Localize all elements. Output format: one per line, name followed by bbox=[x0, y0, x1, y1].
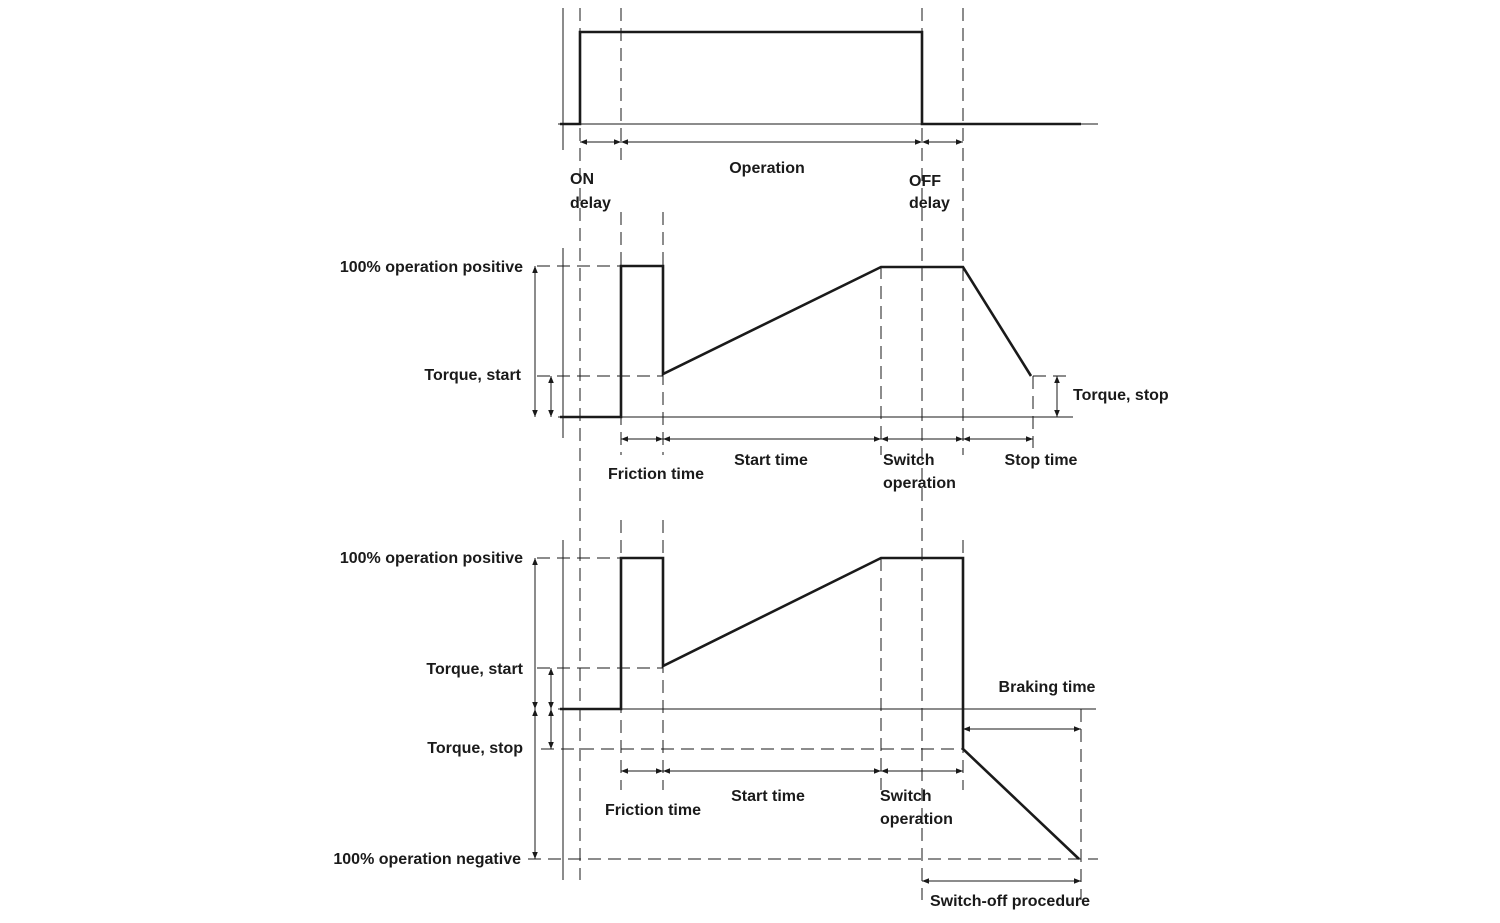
on-off-signal bbox=[560, 30, 1081, 126]
on-delay-label-1: ON bbox=[570, 171, 594, 188]
bottom-stop-label: Torque, stop bbox=[427, 740, 523, 757]
middle-start-label: Torque, start bbox=[424, 367, 521, 384]
middle-friction-label: Friction time bbox=[608, 466, 704, 483]
middle-switch-label-2: operation bbox=[883, 475, 956, 492]
bottom-switch-label-1: Switch bbox=[880, 788, 932, 805]
bottom-100-label: 100% operation positive bbox=[340, 550, 523, 567]
middle-100-label: 100% operation positive bbox=[340, 259, 523, 276]
bottom-friction-label: Friction time bbox=[605, 802, 701, 819]
bottom-braking-label: Braking time bbox=[999, 679, 1096, 696]
off-delay-label-2: delay bbox=[909, 195, 950, 212]
middle-torque-chart: 100% operation positive Torque, start To… bbox=[340, 259, 1169, 492]
bottom-start-time-label: Start time bbox=[731, 788, 805, 805]
bottom-switch-off-label: Switch-off procedure bbox=[930, 893, 1090, 910]
middle-torque-curve bbox=[560, 264, 1033, 419]
middle-switch-label-1: Switch bbox=[883, 452, 935, 469]
bottom-start-label: Torque, start bbox=[426, 661, 523, 678]
middle-stop-label: Torque, stop bbox=[1073, 387, 1169, 404]
operation-label: Operation bbox=[729, 160, 805, 177]
bottom-negative-label: 100% operation negative bbox=[333, 851, 521, 868]
top-timing-chart: ON delay Operation OFF delay bbox=[558, 30, 1098, 212]
middle-start-time-label: Start time bbox=[734, 452, 808, 469]
off-delay-label-1: OFF bbox=[909, 173, 941, 190]
bottom-torque-curve bbox=[560, 556, 1080, 860]
middle-stop-time-label: Stop time bbox=[1005, 452, 1078, 469]
bottom-switch-label-2: operation bbox=[880, 811, 953, 828]
bottom-torque-chart: 100% operation positive Torque, start To… bbox=[333, 550, 1098, 910]
on-delay-label-2: delay bbox=[570, 195, 611, 212]
